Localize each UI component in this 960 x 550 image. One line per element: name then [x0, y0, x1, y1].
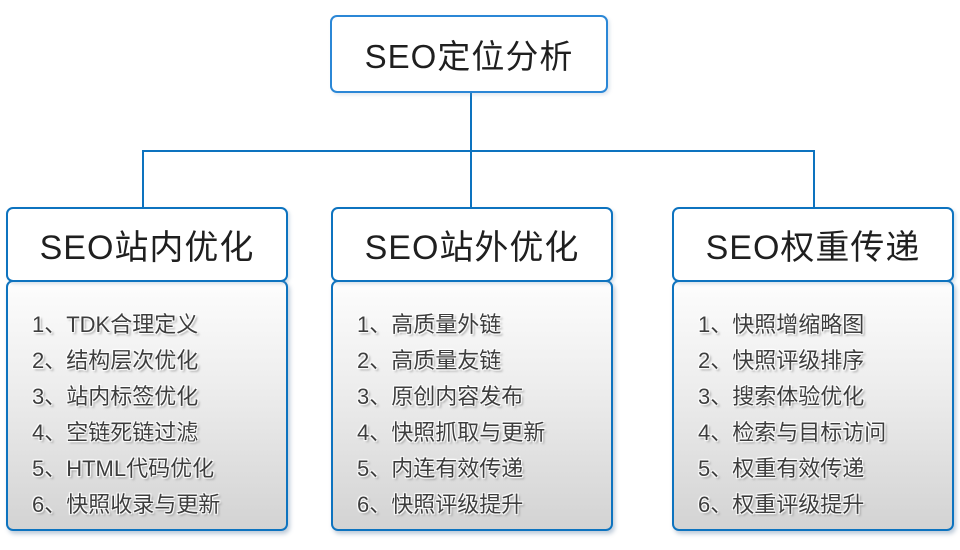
branch-header: SEO权重传递 — [672, 207, 954, 282]
list-item: 5、HTML代码优化 — [32, 456, 215, 481]
branch-header-title: SEO站外优化 — [364, 229, 580, 267]
list-item: 6、快照收录与更新 — [32, 492, 221, 517]
list-item: 6、权重评级提升 — [698, 492, 865, 517]
list-item: 3、搜索体验优化 — [698, 384, 865, 409]
branch-item-list: 1、快照增缩略图 2、快照评级排序 3、搜索体验优化 4、检索与目标访问 5、权… — [672, 280, 954, 531]
connector-horizontal — [142, 150, 815, 152]
branch-offsite-optimization: SEO站外优化 1、高质量外链 2、高质量友链 3、原创内容发布 4、快照抓取与… — [331, 207, 613, 531]
connector-right-vertical — [813, 150, 815, 207]
list-item: 1、快照增缩略图 — [698, 312, 865, 337]
branch-item-list: 1、高质量外链 2、高质量友链 3、原创内容发布 4、快照抓取与更新 5、内连有… — [331, 280, 613, 531]
list-item: 6、快照评级提升 — [357, 492, 524, 517]
branch-item-list: 1、TDK合理定义 2、结构层次优化 3、站内标签优化 4、空链死链过滤 5、H… — [6, 280, 288, 531]
list-item: 4、快照抓取与更新 — [357, 420, 546, 445]
list-item: 2、高质量友链 — [357, 348, 502, 373]
branch-header-title: SEO权重传递 — [705, 229, 921, 267]
list-item: 4、空链死链过滤 — [32, 420, 199, 445]
list-item: 3、站内标签优化 — [32, 384, 199, 409]
branch-header-title: SEO站内优化 — [39, 229, 255, 267]
root-node-title: SEO定位分析 — [364, 38, 574, 75]
list-item: 2、快照评级排序 — [698, 348, 865, 373]
list-item: 5、权重有效传递 — [698, 456, 865, 481]
list-item: 1、高质量外链 — [357, 312, 502, 337]
connector-left-vertical — [142, 150, 144, 207]
root-node: SEO定位分析 — [330, 15, 608, 93]
branch-header: SEO站外优化 — [331, 207, 613, 282]
branch-weight-transfer: SEO权重传递 1、快照增缩略图 2、快照评级排序 3、搜索体验优化 4、检索与… — [672, 207, 954, 531]
list-item: 3、原创内容发布 — [357, 384, 524, 409]
list-item: 5、内连有效传递 — [357, 456, 524, 481]
branch-onsite-optimization: SEO站内优化 1、TDK合理定义 2、结构层次优化 3、站内标签优化 4、空链… — [6, 207, 288, 531]
list-item: 2、结构层次优化 — [32, 348, 199, 373]
branch-header: SEO站内优化 — [6, 207, 288, 282]
list-item: 1、TDK合理定义 — [32, 312, 199, 337]
list-item: 4、检索与目标访问 — [698, 420, 887, 445]
